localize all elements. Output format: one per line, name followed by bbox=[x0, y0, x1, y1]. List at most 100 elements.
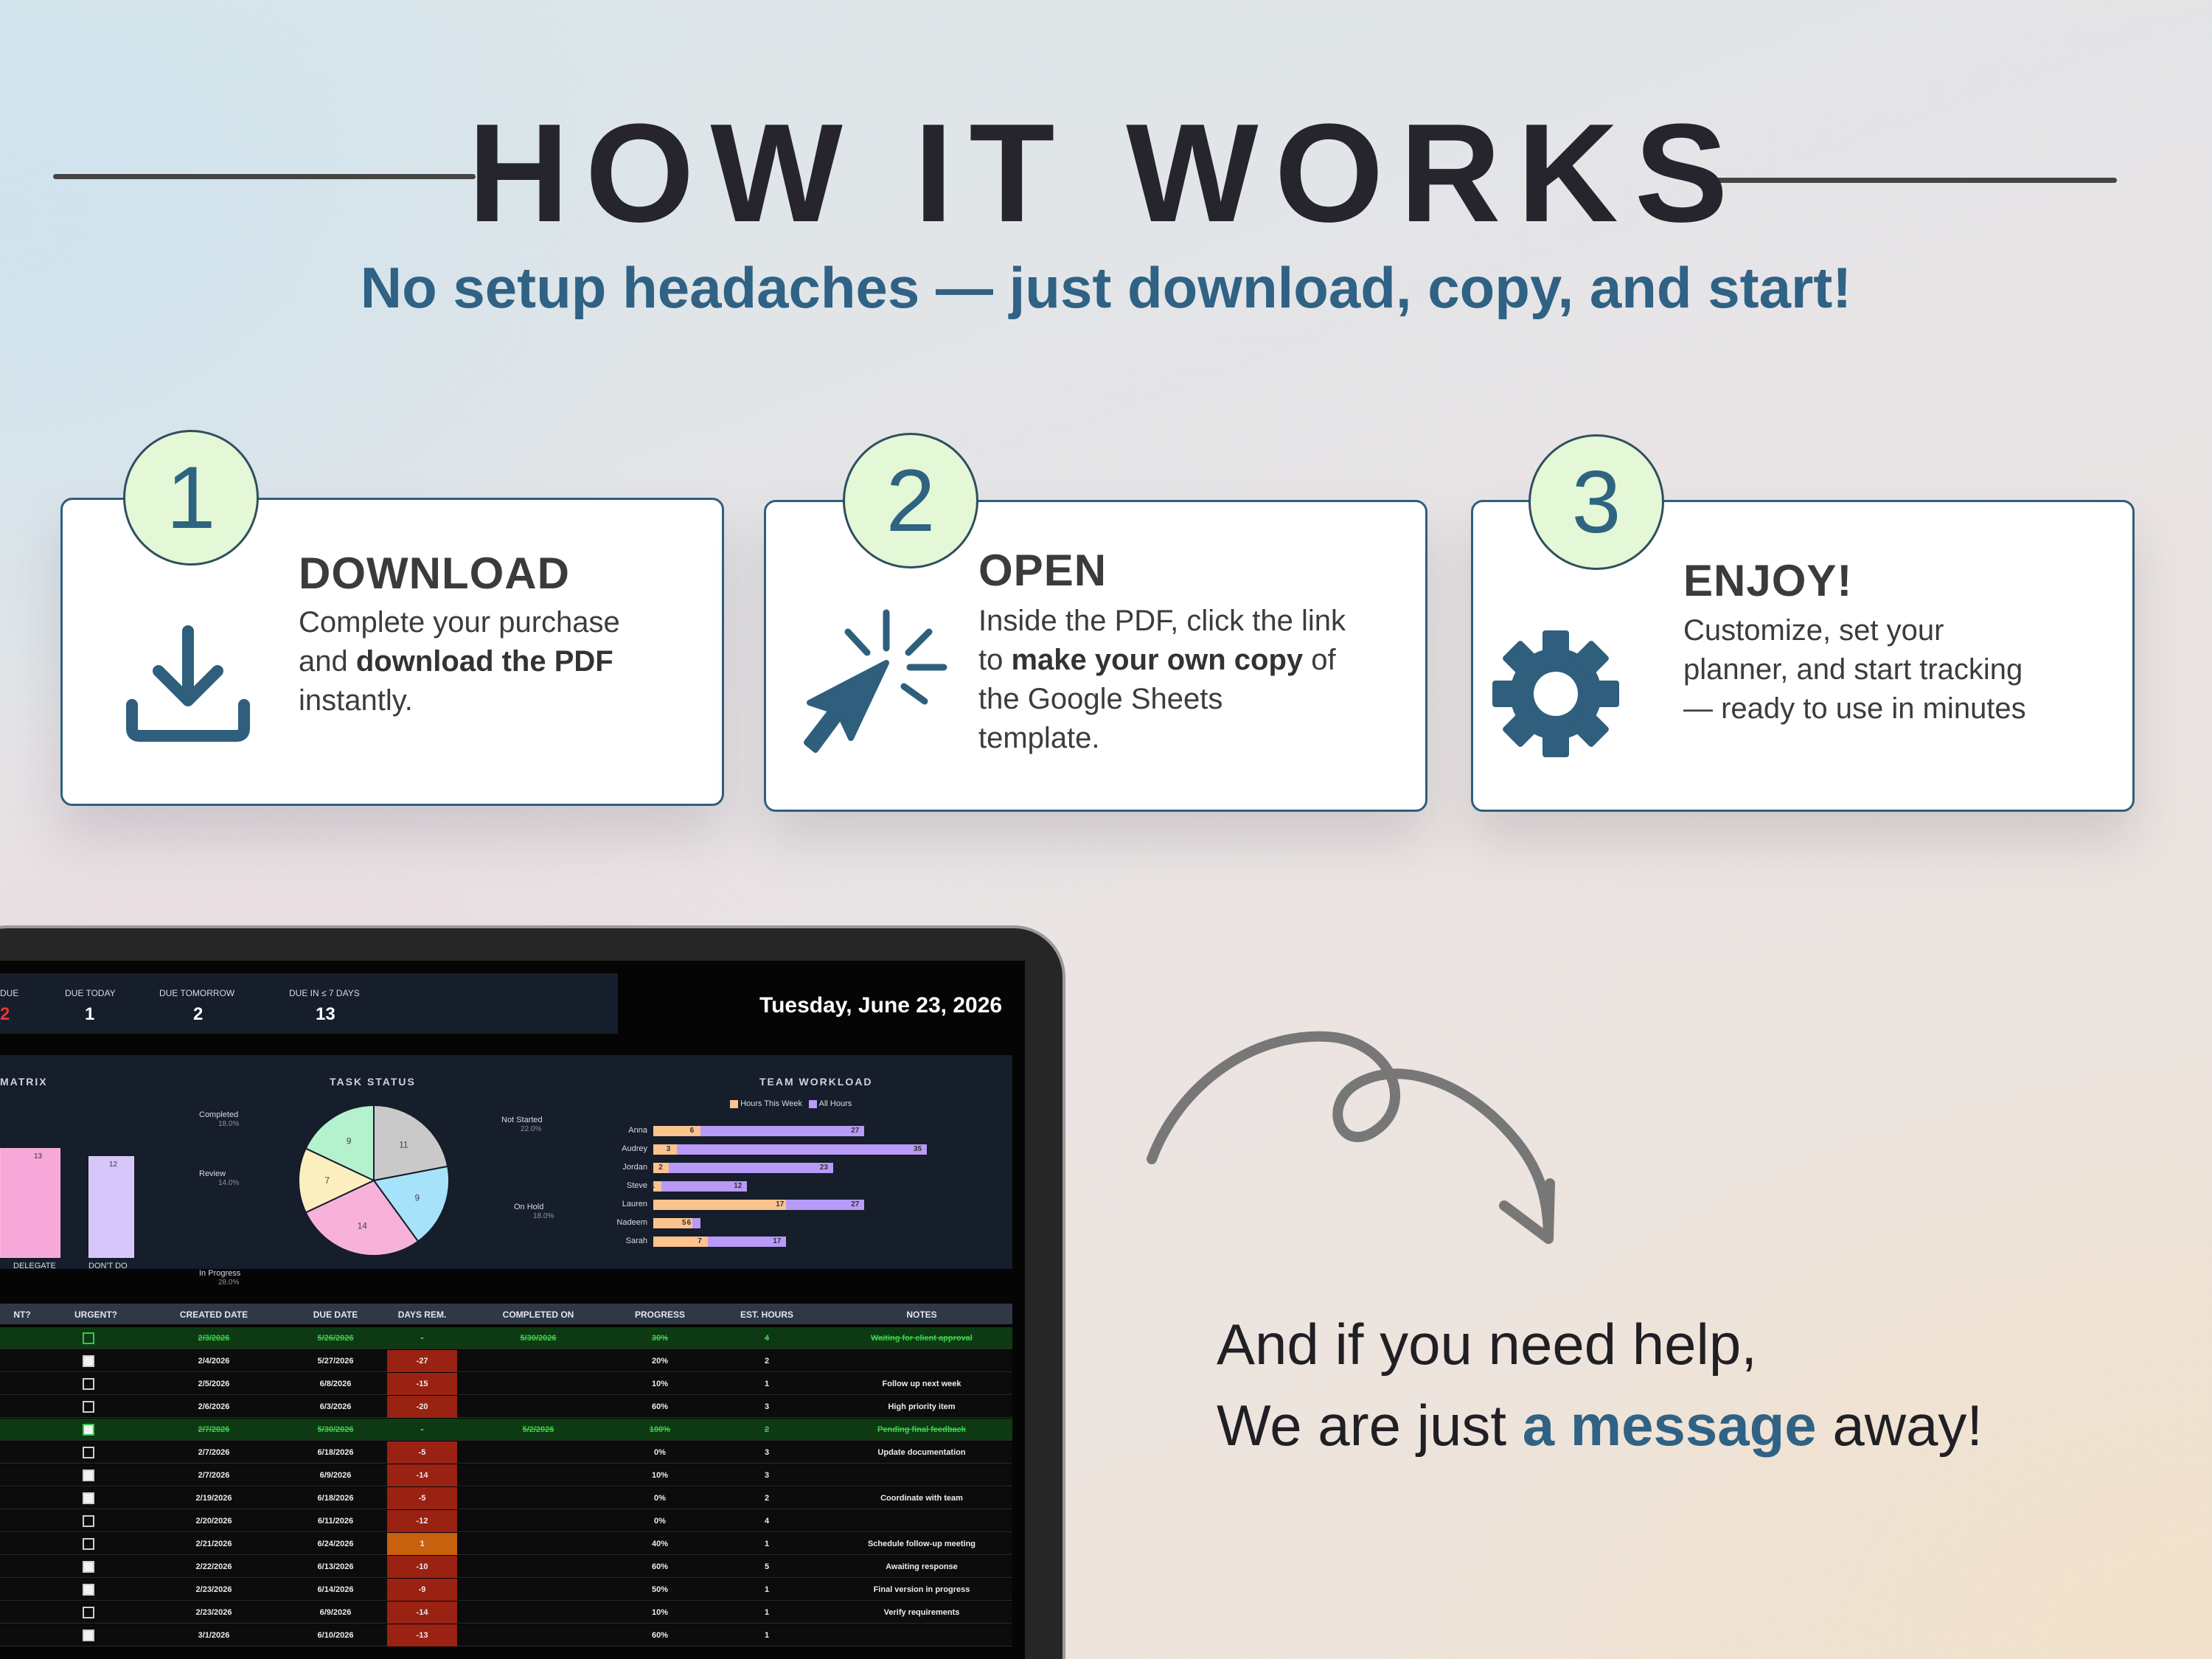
matrix-bar bbox=[0, 1147, 60, 1258]
table-cell-prog: 50% bbox=[651, 1585, 669, 1594]
workload-week-value: 7 bbox=[698, 1237, 702, 1245]
table-cell-rem: -15 bbox=[387, 1373, 457, 1395]
table-row[interactable] bbox=[0, 1533, 1012, 1555]
urgent-checkbox[interactable] bbox=[83, 1401, 94, 1413]
table-cell-created: 2/3/2026 bbox=[198, 1334, 230, 1343]
workload-bar-all bbox=[653, 1181, 748, 1192]
workload-bar-week bbox=[653, 1200, 787, 1210]
table-cell-created: 2/23/2026 bbox=[195, 1585, 232, 1594]
column-header[interactable]: NOTES bbox=[906, 1310, 937, 1320]
table-cell-rem: 1 bbox=[387, 1533, 457, 1555]
table-cell-rem: - bbox=[420, 1334, 424, 1343]
table-cell-prog: 0% bbox=[654, 1494, 666, 1503]
matrix-bar-label: DELEGATE bbox=[13, 1262, 56, 1270]
table-row[interactable] bbox=[0, 1464, 1012, 1486]
table-row[interactable] bbox=[0, 1373, 1012, 1395]
table-cell-due: 6/9/2026 bbox=[319, 1471, 352, 1480]
urgent-checkbox[interactable] bbox=[83, 1584, 94, 1596]
column-header[interactable]: DAYS REM. bbox=[397, 1310, 447, 1320]
table-cell-prog: 40% bbox=[651, 1540, 669, 1548]
workload-all-value: 17 bbox=[773, 1237, 782, 1245]
workload-name: Jordan bbox=[622, 1163, 647, 1172]
urgent-checkbox[interactable] bbox=[83, 1332, 94, 1344]
table-cell-due: 6/24/2026 bbox=[317, 1540, 354, 1548]
table-cell-done: 5/30/2026 bbox=[520, 1334, 557, 1343]
table-row[interactable] bbox=[0, 1327, 1012, 1349]
table-cell-created: 2/5/2026 bbox=[198, 1380, 230, 1388]
pie-label-pct: 18.0% bbox=[533, 1212, 554, 1220]
table-cell-rem: - bbox=[420, 1425, 424, 1434]
table-cell-hours: 1 bbox=[764, 1608, 770, 1617]
table-cell-notes: Schedule follow-up meeting bbox=[867, 1540, 976, 1548]
table-cell-notes bbox=[826, 1464, 1018, 1486]
table-cell-notes bbox=[826, 1350, 1018, 1372]
tablet-screen: DUE 2 DUE TODAY 1 DUE TOMORROW 2 DUE IN … bbox=[0, 961, 1025, 1659]
step-description: Complete your purchase and download the … bbox=[299, 606, 620, 717]
column-header[interactable]: NT? bbox=[13, 1310, 31, 1320]
urgent-checkbox[interactable] bbox=[83, 1630, 94, 1641]
table-row[interactable] bbox=[0, 1579, 1012, 1601]
urgent-checkbox[interactable] bbox=[83, 1355, 94, 1367]
table-cell-done bbox=[479, 1556, 597, 1578]
table-cell-rem: -14 bbox=[387, 1601, 457, 1624]
workload-week-value: 3 bbox=[666, 1145, 671, 1153]
table-cell-hours: 4 bbox=[764, 1334, 770, 1343]
step-title: OPEN bbox=[978, 546, 1107, 595]
urgent-checkbox[interactable] bbox=[83, 1538, 94, 1550]
urgent-checkbox[interactable] bbox=[83, 1447, 94, 1458]
table-cell-due: 6/8/2026 bbox=[319, 1380, 352, 1388]
table-cell-created: 2/7/2026 bbox=[198, 1448, 230, 1457]
table-row[interactable] bbox=[0, 1350, 1012, 1372]
urgent-checkbox[interactable] bbox=[83, 1424, 94, 1436]
pie-slice bbox=[373, 1104, 449, 1182]
table-row[interactable] bbox=[0, 1510, 1012, 1532]
table-cell-hours: 2 bbox=[764, 1357, 770, 1366]
table-row[interactable] bbox=[0, 1601, 1012, 1624]
table-row[interactable] bbox=[0, 1556, 1012, 1578]
column-header[interactable]: CREATED DATE bbox=[179, 1310, 248, 1320]
table-row[interactable] bbox=[0, 1624, 1012, 1646]
table-cell-notes: Coordinate with team bbox=[880, 1494, 963, 1503]
curly-arrow-decoration bbox=[1147, 1031, 1555, 1244]
urgent-checkbox[interactable] bbox=[83, 1492, 94, 1504]
table-row[interactable] bbox=[0, 1441, 1012, 1464]
table-cell-due: 6/14/2026 bbox=[317, 1585, 354, 1594]
table-row[interactable] bbox=[0, 1487, 1012, 1509]
pie-slice-value: 14 bbox=[358, 1220, 368, 1231]
current-date: Tuesday, June 23, 2026 bbox=[759, 993, 1003, 1018]
column-header[interactable]: URGENT? bbox=[74, 1310, 117, 1320]
table-cell-created: 2/20/2026 bbox=[195, 1517, 232, 1526]
column-header[interactable]: EST. HOURS bbox=[740, 1310, 793, 1320]
workload-week-value: 6 bbox=[689, 1127, 695, 1135]
table-row[interactable] bbox=[0, 1396, 1012, 1418]
table-cell-done bbox=[479, 1441, 597, 1464]
table-cell-hours: 1 bbox=[764, 1585, 770, 1594]
column-header[interactable]: PROGRESS bbox=[634, 1310, 685, 1320]
pie-label-pct: 18.0% bbox=[218, 1120, 240, 1128]
table-cell-done bbox=[479, 1487, 597, 1509]
table-cell-hours: 1 bbox=[764, 1631, 770, 1640]
table-cell-notes: Final version in progress bbox=[873, 1585, 970, 1594]
pie-label: On Hold bbox=[514, 1203, 544, 1211]
table-cell-created: 2/6/2026 bbox=[198, 1402, 230, 1411]
urgent-checkbox[interactable] bbox=[83, 1515, 94, 1527]
column-header[interactable]: COMPLETED ON bbox=[502, 1310, 574, 1320]
pie-slice-value: 11 bbox=[399, 1139, 408, 1150]
table-cell-due: 6/3/2026 bbox=[319, 1402, 352, 1411]
table-row[interactable] bbox=[0, 1419, 1012, 1441]
urgent-checkbox[interactable] bbox=[83, 1470, 94, 1481]
urgent-checkbox[interactable] bbox=[83, 1561, 94, 1573]
workload-bar-week bbox=[653, 1181, 661, 1192]
urgent-checkbox[interactable] bbox=[83, 1607, 94, 1618]
table-cell-notes: Pending final feedback bbox=[877, 1425, 966, 1434]
pie-label-pct: 14.0% bbox=[218, 1179, 240, 1187]
urgent-checkbox[interactable] bbox=[83, 1378, 94, 1390]
workload-week-value: 1 bbox=[650, 1182, 655, 1190]
column-header[interactable]: DUE DATE bbox=[313, 1310, 358, 1320]
workload-bar-week bbox=[653, 1144, 677, 1155]
table-cell-hours: 4 bbox=[764, 1517, 770, 1526]
table-cell-done bbox=[479, 1533, 597, 1555]
table-cell-done bbox=[479, 1601, 597, 1624]
